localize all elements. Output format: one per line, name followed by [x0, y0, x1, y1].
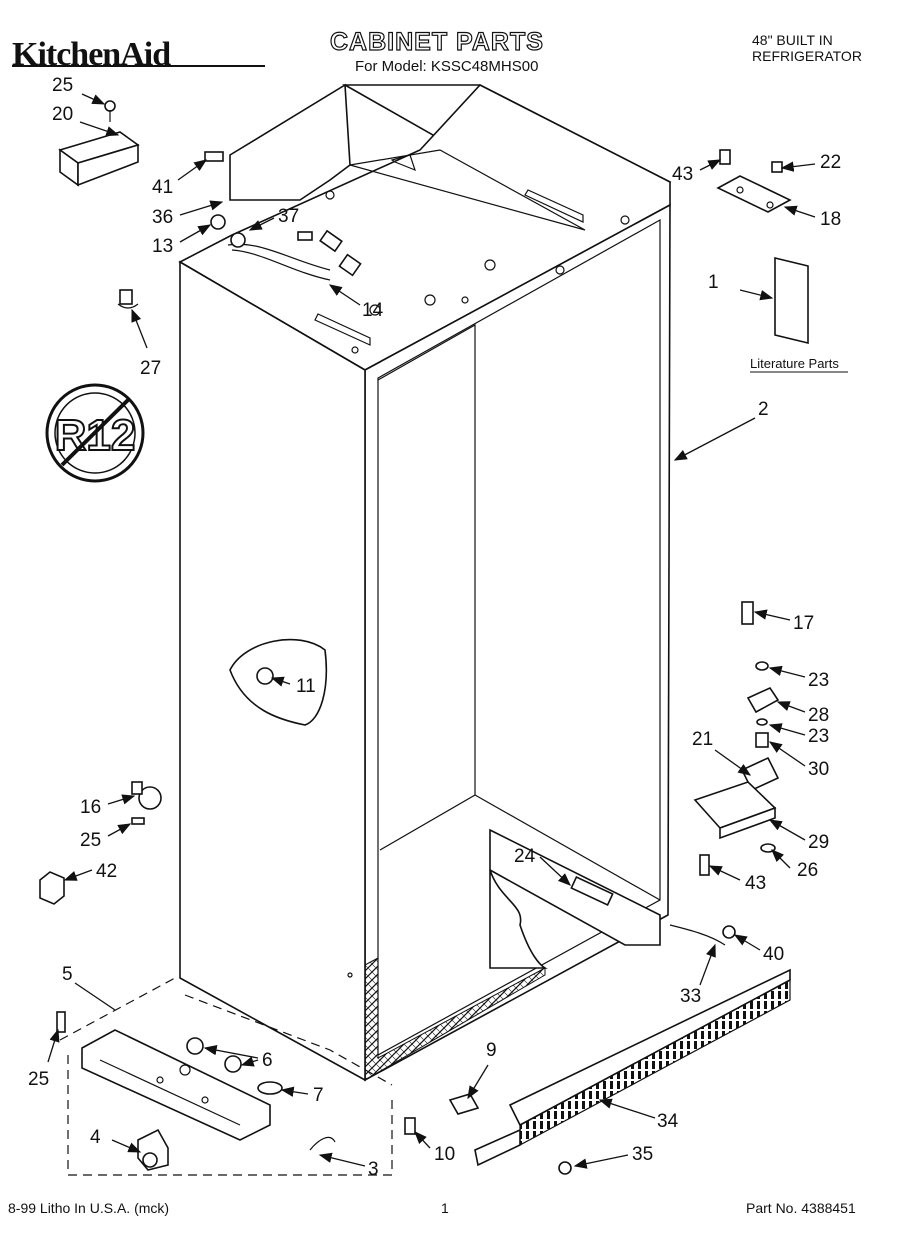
callout-23-upper: 23 — [808, 670, 829, 691]
screw-part-41 — [204, 151, 224, 162]
callout-25-top: 25 — [52, 75, 73, 96]
product-line-2: REFRIGERATOR — [752, 48, 862, 64]
cover-part-20 — [58, 131, 140, 187]
clamp-part-16 — [131, 781, 162, 810]
callout-14: 14 — [362, 300, 384, 321]
model-subtitle: For Model: KSSC48MHS00 — [355, 58, 539, 75]
callout-27: 27 — [140, 358, 161, 379]
leveler-part-4 — [137, 1128, 169, 1171]
callout-35: 35 — [632, 1144, 653, 1165]
callout-36: 36 — [152, 207, 173, 228]
callout-34: 34 — [657, 1111, 679, 1132]
clip-part-9 — [448, 1093, 480, 1115]
callout-labels: 25 20 41 36 13 37 14 27 1 2 43 22 18 17 … — [28, 75, 841, 1180]
grommet-part-7 — [257, 1081, 283, 1095]
callout-17: 17 — [793, 613, 814, 634]
footer-litho: 8-99 Litho In U.S.A. (mck) — [8, 1200, 170, 1216]
footer-page-number: 1 — [441, 1200, 449, 1216]
base-rail-part-5 — [81, 1029, 271, 1141]
base-assembly-dashed-outline — [59, 977, 393, 1176]
callout-1: 1 — [708, 272, 719, 293]
r12-prohibited-badge: R12 — [45, 383, 145, 483]
clip-part-27 — [117, 289, 139, 309]
callout-2: 2 — [758, 399, 769, 420]
callout-9: 9 — [486, 1040, 497, 1061]
clip-part-10 — [404, 1117, 416, 1135]
screw-part-25-top — [104, 100, 116, 122]
callout-20: 20 — [52, 104, 73, 125]
callout-30: 30 — [808, 759, 829, 780]
callout-10: 10 — [434, 1144, 455, 1165]
clip-part-3 — [309, 1136, 336, 1151]
callout-29: 29 — [808, 832, 829, 853]
callout-26: 26 — [797, 860, 818, 881]
screw-part-35 — [558, 1161, 572, 1175]
plug-part-6-upper — [186, 1037, 204, 1055]
bushing-part-30 — [755, 732, 769, 748]
callout-23-lower: 23 — [808, 726, 829, 747]
callout-43-lower: 43 — [745, 873, 766, 894]
callout-6: 6 — [262, 1050, 273, 1071]
washer-part-23-upper — [755, 661, 769, 671]
callout-28: 28 — [808, 705, 829, 726]
plug-part-6-lower — [224, 1055, 242, 1073]
badge-text: R12 — [55, 411, 136, 460]
grille-part-34 — [474, 968, 791, 1167]
nut-part-42 — [39, 871, 65, 905]
callout-37: 37 — [278, 206, 299, 227]
callout-24: 24 — [514, 846, 536, 867]
callout-25-base: 25 — [28, 1069, 49, 1090]
screw-part-40 — [722, 925, 736, 939]
callout-13: 13 — [152, 236, 173, 257]
screw-part-25-base — [56, 1011, 66, 1033]
wire-part-33 — [669, 924, 726, 946]
hinge-plate-part-29 — [693, 781, 777, 840]
callout-41: 41 — [152, 177, 173, 198]
callout-7: 7 — [313, 1085, 324, 1106]
cabinet-shell — [178, 84, 671, 1082]
callout-3: 3 — [368, 1159, 379, 1180]
hinge-plate-part-28 — [746, 686, 780, 714]
product-line-1: 48" BUILT IN — [752, 32, 833, 48]
callout-5: 5 — [62, 964, 73, 985]
screw-part-43-lower — [699, 854, 710, 876]
callout-42: 42 — [96, 861, 117, 882]
callout-22: 22 — [820, 152, 841, 173]
callout-25-left: 25 — [80, 830, 101, 851]
callout-21: 21 — [692, 729, 713, 750]
footer-part-number: Part No. 4388451 — [746, 1200, 856, 1216]
lower-front-rail-part-24 — [489, 828, 661, 969]
page-title: CABINET PARTS — [329, 27, 544, 56]
callout-11: 11 — [296, 676, 316, 697]
callout-43-top: 43 — [672, 164, 693, 185]
washer-part-23-lower — [756, 718, 768, 726]
screw-part-25-left — [131, 817, 145, 825]
callout-16: 16 — [80, 797, 101, 818]
leader-arrows — [47, 93, 816, 1169]
callout-33: 33 — [680, 986, 701, 1007]
hinge-bracket-part-18 — [716, 149, 792, 213]
wire-harness-part-14 — [227, 229, 362, 281]
product-label: 48" BUILT IN REFRIGERATOR — [752, 32, 862, 64]
hinge-pin-part-17 — [741, 601, 754, 625]
literature-booklet-part-1 — [750, 256, 848, 373]
callout-40: 40 — [763, 944, 784, 965]
literature-parts-label: Literature Parts — [750, 356, 839, 371]
plug-part-13 — [210, 214, 226, 230]
callout-18: 18 — [820, 209, 841, 230]
callout-4: 4 — [90, 1127, 101, 1148]
